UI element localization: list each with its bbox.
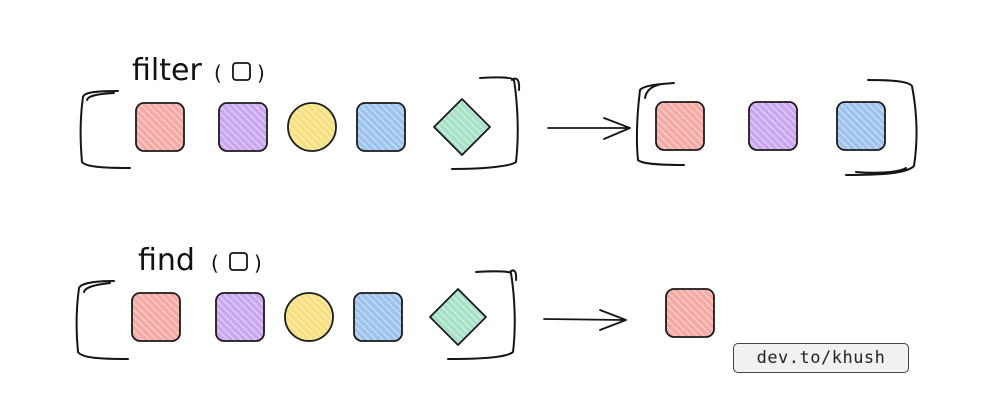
find-input-green-diamond: [429, 288, 487, 346]
find-arrow-icon: [543, 309, 627, 331]
find-output: [665, 288, 715, 338]
filter-input-green-diamond: [433, 98, 491, 156]
filter-row: filter ( ): [79, 53, 918, 176]
filter-output-close-bracket: [845, 79, 918, 176]
find-input-yellow-circle: [284, 292, 334, 342]
filter-output-purple-square: [748, 101, 798, 151]
find-input-red-square: [131, 292, 181, 342]
filter-output-open-bracket: [635, 82, 685, 166]
filter-input-close-bracket: [451, 76, 521, 170]
find-input-blue-square: [353, 292, 403, 342]
filter-input-blue-square: [356, 102, 406, 152]
filter-predicate-icon: [232, 62, 251, 81]
watermark-text: dev.to/khush: [756, 348, 886, 368]
find-input-close-bracket: [447, 269, 518, 360]
find-input-array: [75, 269, 518, 360]
find-close-paren: ): [254, 251, 262, 275]
filter-output-red-square: [655, 101, 705, 151]
filter-arrow-icon: [547, 117, 631, 140]
filter-output-blue-square: [836, 101, 886, 151]
find-input-purple-square: [215, 292, 265, 342]
find-label: find: [138, 243, 195, 278]
filter-input-open-bracket: [79, 90, 131, 169]
filter-output-array: [635, 79, 918, 176]
filter-label: filter: [132, 53, 202, 88]
find-predicate-icon: [229, 252, 248, 271]
filter-open-paren: (: [214, 61, 222, 85]
filter-input-purple-square: [218, 102, 268, 152]
find-input-open-bracket: [75, 280, 129, 360]
find-output-red-square: [665, 288, 715, 338]
filter-input-yellow-circle: [287, 102, 337, 152]
watermark-badge: dev.to/khush: [733, 343, 909, 373]
find-open-paren: (: [211, 251, 219, 275]
filter-close-paren: ): [257, 61, 265, 85]
find-row: find ( ): [75, 243, 715, 360]
filter-input-array: [79, 76, 521, 170]
filter-input-red-square: [135, 102, 185, 152]
